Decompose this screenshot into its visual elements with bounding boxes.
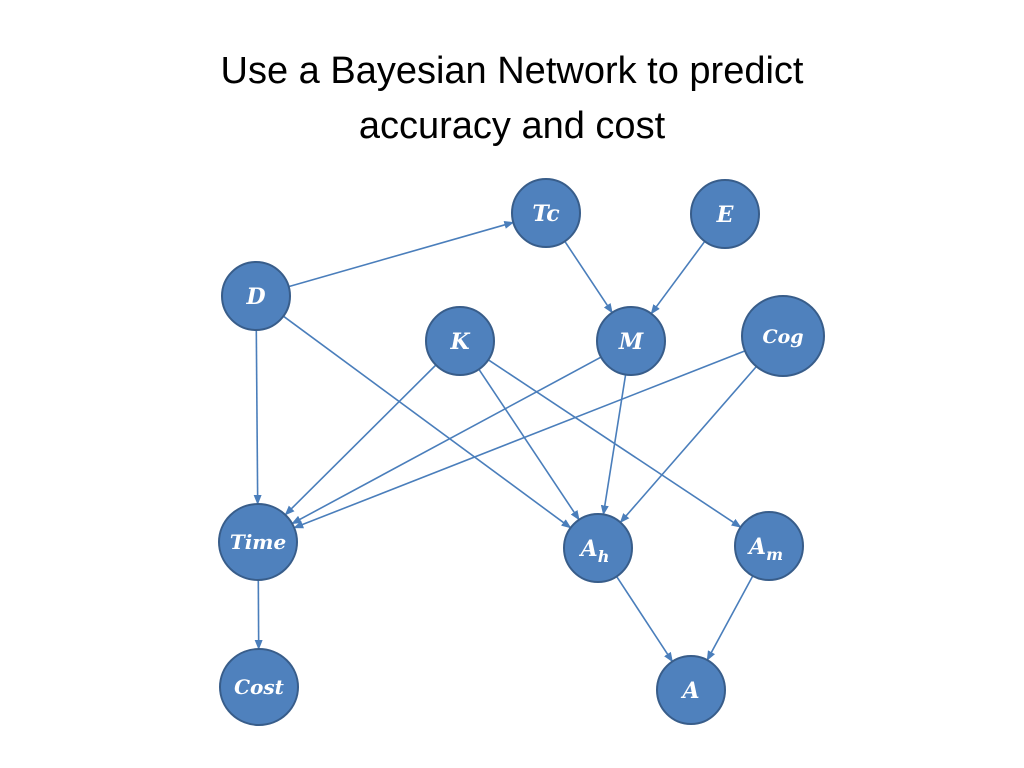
node-label-text: Cog [762,326,803,348]
node-ah: Ah [563,513,633,583]
node-circle-e [690,179,760,249]
node-am: Am [734,511,804,581]
node-label-cost: Cost [234,675,285,699]
edge-d-to-ah [282,315,572,529]
node-circle-m [596,306,666,376]
edge-cog-to-ah [619,365,758,524]
node-label-text: D [245,284,265,310]
edge-m-to-ah [600,374,627,516]
edge-d-to-tc [288,221,515,288]
node-circle-am [734,511,804,581]
node-m: M [596,306,666,376]
node-circle-d [221,261,291,331]
node-label-text: M [618,329,644,355]
node-label-k: K [449,329,470,355]
node-label-tc: Tc [532,201,560,227]
node-time: Time [218,503,298,581]
node-a: A [656,655,726,725]
node-cog: Cog [741,295,825,377]
edge-tc-to-m [564,240,613,314]
node-circle-ah [563,513,633,583]
slide-title: Use a Bayesian Network to predict accura… [0,44,1024,154]
node-circle-cost [219,648,299,726]
node-label-time: Time [230,530,286,554]
node-circle-k [425,306,495,376]
node-k: K [425,306,495,376]
node-label-text: Time [230,530,286,554]
edge-am-to-a [706,575,754,661]
node-label-ah: Ah [579,536,610,566]
node-cost: Cost [219,648,299,726]
edges-layer [253,221,758,663]
node-label-text: A [747,534,766,560]
edge-m-to-time [291,356,602,525]
edge-k-to-time [284,364,437,516]
node-circle-tc [511,178,581,248]
node-circle-a [656,655,726,725]
node-label-cog: Cog [762,326,803,348]
node-circle-time [218,503,298,581]
node-label-text: K [449,329,470,355]
node-label-text: Tc [532,201,560,227]
node-d: D [221,261,291,331]
node-circle-cog [741,295,825,377]
node-e: E [690,179,760,249]
edge-ah-to-a [615,575,674,663]
node-label-text: Cost [234,675,285,699]
node-label-subscript: m [766,545,783,564]
node-label-e: E [716,202,735,228]
node-label-text: A [579,536,598,562]
node-label-d: D [245,284,265,310]
edge-d-to-time [253,329,262,505]
title-line-2: accuracy and cost [358,105,666,147]
node-label-text: A [680,678,699,704]
node-label-subscript: h [598,547,610,566]
edge-k-to-ah [478,368,580,521]
node-tc: Tc [511,178,581,248]
node-label-m: M [618,329,644,355]
node-label-a: A [680,678,699,704]
edge-cog-to-time [293,350,746,529]
title-line-1: Use a Bayesian Network to predict [220,50,804,92]
node-label-am: Am [747,534,783,564]
edge-e-to-m [650,240,706,315]
node-label-text: E [716,202,735,228]
